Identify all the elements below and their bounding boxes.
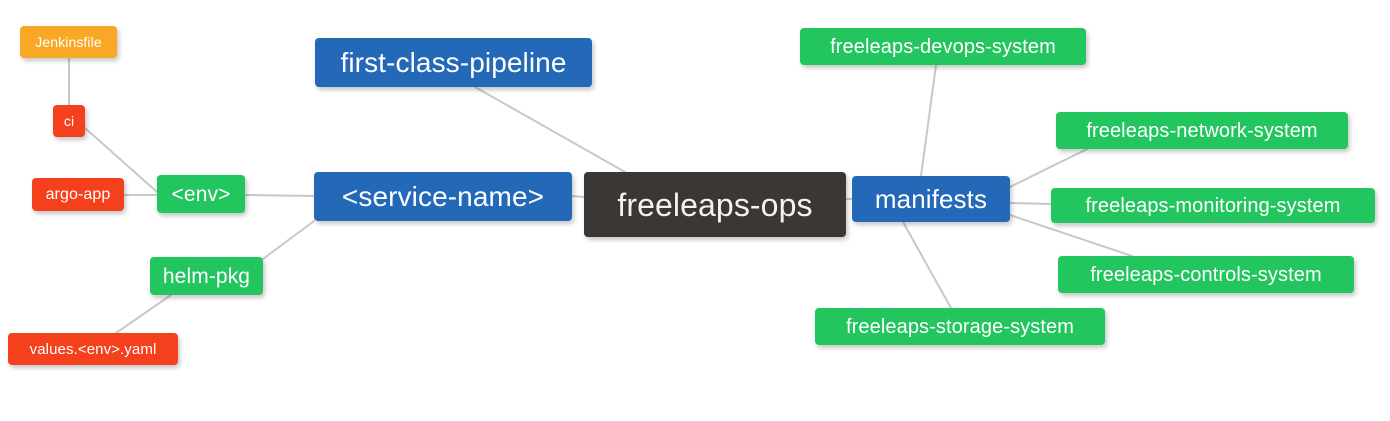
node-values-yaml[interactable]: values.<env>.yaml bbox=[8, 333, 178, 365]
node-label-freeleaps-controls-system: freeleaps-controls-system bbox=[1090, 263, 1322, 286]
edge-service-name-to-freeleaps-ops bbox=[571, 195, 585, 198]
node-ci[interactable]: ci bbox=[53, 105, 85, 137]
node-jenkinsfile[interactable]: Jenkinsfile bbox=[20, 26, 117, 58]
node-helm-pkg[interactable]: helm-pkg bbox=[150, 257, 263, 295]
node-env[interactable]: <env> bbox=[157, 175, 245, 213]
edge-service-name-to-helm-pkg bbox=[262, 220, 315, 260]
edge-first-class-pipeline-to-freeleaps-ops bbox=[474, 86, 626, 173]
node-first-class-pipeline[interactable]: first-class-pipeline bbox=[315, 38, 592, 87]
node-label-freeleaps-storage-system: freeleaps-storage-system bbox=[845, 315, 1075, 338]
node-label-argo-app: argo-app bbox=[45, 185, 111, 203]
node-argo-app[interactable]: argo-app bbox=[32, 178, 124, 211]
node-label-freeleaps-monitoring-system: freeleaps-monitoring-system bbox=[1085, 194, 1341, 217]
edge-manifests-to-freeleaps-network-system bbox=[1009, 148, 1088, 188]
edge-manifests-to-freeleaps-devops-system bbox=[920, 64, 937, 177]
node-freeleaps-network-system[interactable]: freeleaps-network-system bbox=[1056, 112, 1348, 149]
node-label-freeleaps-network-system: freeleaps-network-system bbox=[1086, 119, 1318, 142]
node-label-jenkinsfile: Jenkinsfile bbox=[35, 34, 102, 50]
edge-env-to-service-name bbox=[244, 194, 315, 197]
edge-manifests-to-freeleaps-controls-system bbox=[1009, 214, 1133, 257]
edge-helm-pkg-to-values-yaml bbox=[115, 294, 172, 334]
node-freeleaps-controls-system[interactable]: freeleaps-controls-system bbox=[1058, 256, 1354, 293]
node-label-helm-pkg: helm-pkg bbox=[162, 264, 251, 288]
node-freeleaps-storage-system[interactable]: freeleaps-storage-system bbox=[815, 308, 1105, 345]
node-freeleaps-monitoring-system[interactable]: freeleaps-monitoring-system bbox=[1051, 188, 1375, 223]
node-label-ci: ci bbox=[63, 113, 75, 129]
node-label-freeleaps-devops-system: freeleaps-devops-system bbox=[830, 35, 1056, 58]
edge-manifests-to-freeleaps-storage-system bbox=[902, 221, 952, 309]
node-label-freeleaps-ops: freeleaps-ops bbox=[617, 186, 813, 223]
edge-manifests-to-freeleaps-monitoring-system bbox=[1009, 202, 1052, 205]
node-freeleaps-ops[interactable]: freeleaps-ops bbox=[584, 172, 846, 237]
node-label-env: <env> bbox=[171, 182, 231, 206]
node-label-manifests: manifests bbox=[874, 184, 988, 214]
node-freeleaps-devops-system[interactable]: freeleaps-devops-system bbox=[800, 28, 1086, 65]
node-label-first-class-pipeline: first-class-pipeline bbox=[340, 46, 567, 78]
node-label-values-yaml: values.<env>.yaml bbox=[29, 340, 157, 358]
node-label-service-name: <service-name> bbox=[341, 180, 545, 212]
node-service-name[interactable]: <service-name> bbox=[314, 172, 572, 221]
edge-ci-to-env bbox=[84, 127, 158, 193]
node-manifests[interactable]: manifests bbox=[852, 176, 1010, 222]
